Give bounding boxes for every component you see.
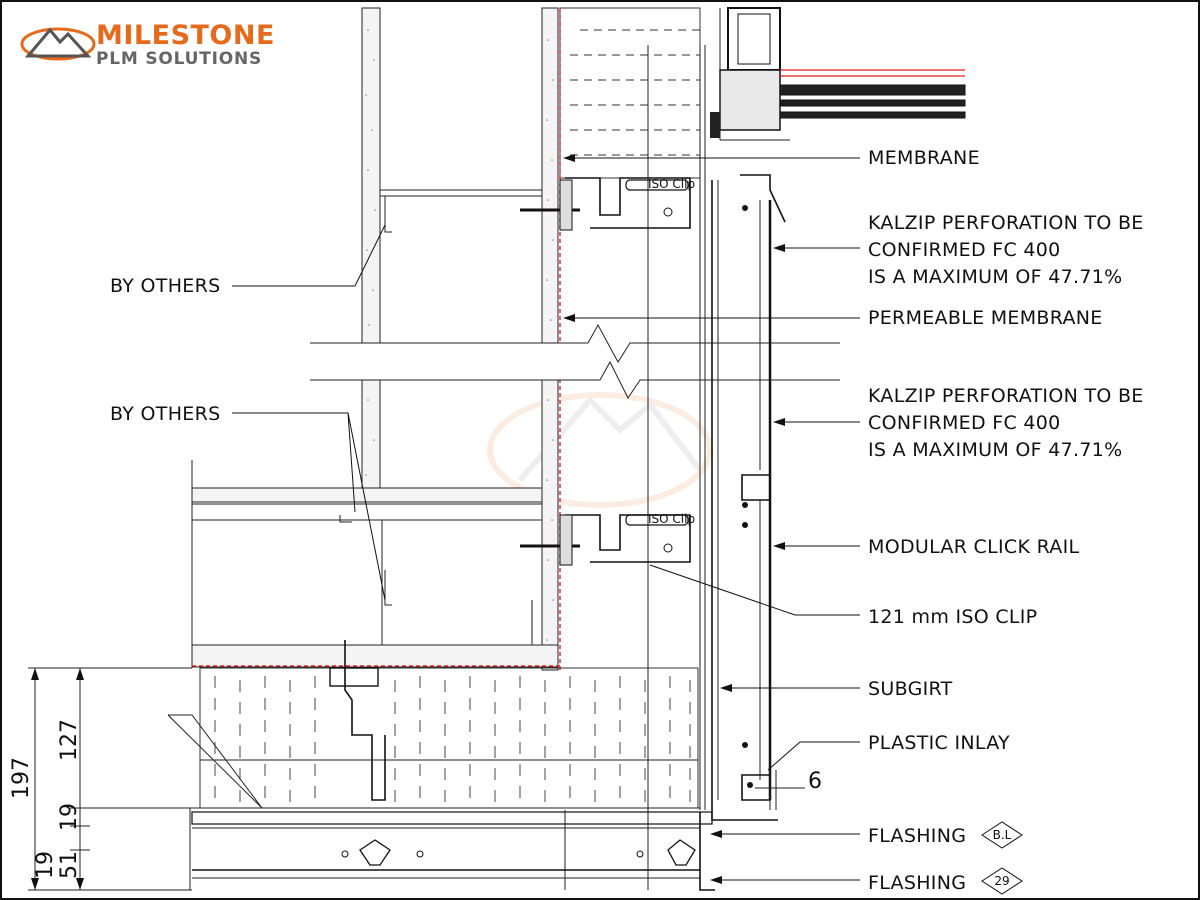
label-by-others-2: BY OTHERS: [110, 403, 220, 425]
label-by-others-1: BY OTHERS: [110, 275, 220, 297]
leader-arrowheads: [563, 154, 785, 884]
label-plastic-inlay: PLASTIC INLAY: [868, 732, 1010, 754]
dimension-lines: [28, 667, 192, 891]
dim-overall: 197: [9, 757, 34, 799]
label-kalzip-1-line3: IS A MAXIMUM OF 47.71%: [868, 266, 1122, 288]
insulation-upper: [559, 7, 701, 670]
label-flashing-2: FLASHING: [868, 872, 966, 894]
label-kalzip-2-line1: KALZIP PERFORATION TO BE: [868, 385, 1144, 407]
logo-name: MILESTONE: [96, 20, 275, 51]
label-subgirt: SUBGIRT: [868, 678, 953, 700]
label-kalzip-1-line1: KALZIP PERFORATION TO BE: [868, 212, 1144, 234]
window-frame: [710, 7, 966, 141]
slab-edge: [167, 714, 263, 809]
label-iso-clip: 121 mm ISO CLIP: [868, 606, 1037, 628]
logo-swoosh-icon: [20, 27, 96, 61]
kalzip-panel: [740, 174, 786, 801]
dim-lower-a: 51: [57, 851, 82, 879]
flashing-1-tag: B.L: [993, 828, 1012, 842]
label-kalzip-2-line2: CONFIRMED FC 400: [868, 412, 1061, 434]
dim-lower-b: 19: [33, 851, 58, 879]
label-kalzip-2-line3: IS A MAXIMUM OF 47.71%: [868, 439, 1122, 461]
label-membrane: MEMBRANE: [868, 147, 980, 169]
flashing-1-tag-diamond-icon: B.L: [981, 821, 1023, 849]
gap-dimension: [755, 770, 805, 810]
flashing-2-tag: 29: [994, 874, 1009, 888]
label-modular-click-rail: MODULAR CLICK RAIL: [868, 536, 1079, 558]
floor-slab: [191, 460, 560, 668]
dim-upper: 127: [57, 719, 82, 761]
dim-gap: 6: [808, 769, 822, 794]
concrete-wall: [361, 7, 559, 671]
base-flashing: [80, 800, 778, 891]
company-logo: MILESTONE PLM SOLUTIONS: [20, 20, 275, 69]
label-permeable-membrane: PERMEABLE MEMBRANE: [868, 307, 1103, 329]
iso-clip-upper: ISO Clip: [520, 177, 695, 231]
flashing-2-tag-diamond-icon: 29: [981, 867, 1023, 895]
clip-mark-lower: ISO Clip: [648, 512, 695, 526]
logo-tagline: PLM SOLUTIONS: [96, 49, 262, 69]
subgirt-rail: [564, 45, 719, 890]
logo-mountain-icon: [24, 27, 92, 58]
label-flashing-1: FLASHING: [868, 825, 966, 847]
iso-clip-lower: ISO Clip: [520, 512, 695, 566]
leader-lines: [232, 157, 860, 881]
label-kalzip-1-line2: CONFIRMED FC 400: [868, 239, 1061, 261]
clip-mark-upper: ISO Clip: [648, 177, 695, 191]
break-line: [310, 323, 840, 399]
watermark-logo-icon: [487, 392, 713, 508]
dim-mid: 19: [57, 803, 82, 831]
